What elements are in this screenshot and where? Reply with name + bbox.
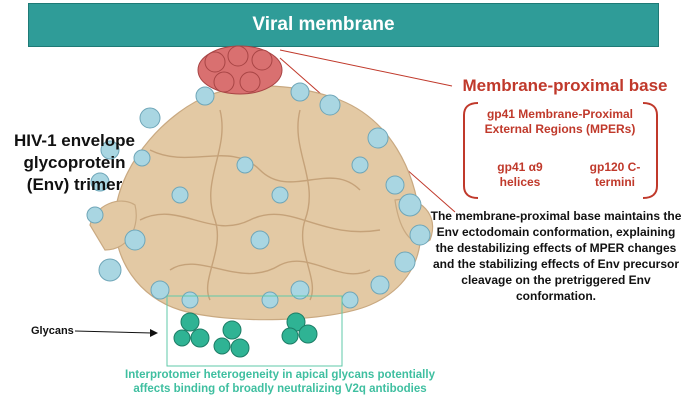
glycans-label: Glycans (31, 325, 74, 337)
base-connector-top (279, 49, 453, 87)
viral-membrane-label: Viral membrane (252, 14, 395, 35)
membrane-proximal-base (197, 45, 283, 95)
glycans-arrow-line (74, 330, 153, 334)
membrane-proximal-base-title: Membrane-proximal base (462, 76, 668, 95)
glycans-arrow-head (150, 329, 158, 337)
base-bracket-right (642, 102, 658, 199)
apical-glycans-description: Interprotomer heterogeneity in apical gl… (125, 369, 435, 395)
base-description: The membrane-proximal base maintains the… (430, 209, 682, 303)
apical-glycans-box (166, 295, 343, 367)
base-bracket-left (463, 102, 479, 199)
protein-texture (139, 109, 381, 301)
viral-membrane: Viral membrane (28, 3, 659, 47)
apical-glycans (173, 312, 318, 358)
env-trimer-title: HIV-1 envelope glycoprotein (Env) trimer (14, 131, 135, 194)
mper-label: gp41 Membrane-Proximal External Regions … (484, 107, 636, 136)
gp120-ctermini-label: gp120 C-termini (589, 160, 641, 189)
alpha9-helices-label: gp41 α9 helices (497, 160, 543, 189)
